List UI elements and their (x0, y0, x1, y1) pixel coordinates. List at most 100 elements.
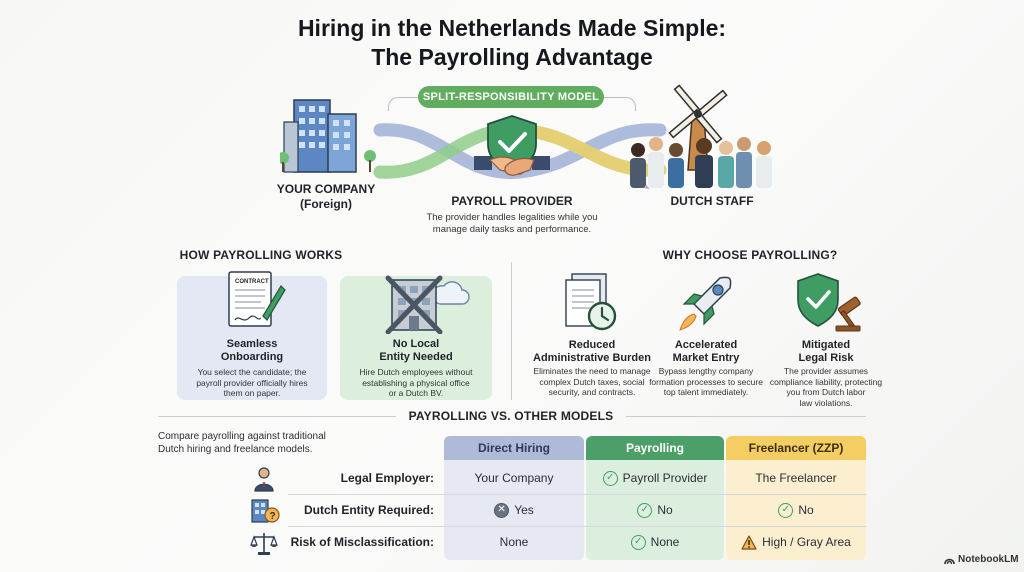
onboarding-title: Seamless Onboarding (177, 338, 327, 364)
section-divider (511, 262, 512, 400)
windmill-staff-icon (630, 84, 772, 188)
table-cell: ✓ No (726, 494, 866, 526)
split-responsibility-pill: SPLIT-RESPONSIBILITY MODEL (418, 86, 604, 108)
no-entity-title-line-1: No Local (392, 338, 440, 350)
no-entity-title-line-2: Entity Needed (379, 351, 453, 363)
no-entity-desc-line-2: establishing a physical office (362, 377, 470, 388)
no-entity-title: No Local Entity Needed (340, 338, 492, 364)
onboarding-title-line-2: Onboarding (220, 351, 284, 363)
company-label-line-1: YOUR COMPANY (276, 182, 376, 196)
provider-description: The provider handles legalities while yo… (402, 212, 622, 236)
mitigated-risk-desc-line-1: The provider assumes (783, 366, 869, 376)
check-icon: ✓ (778, 502, 794, 518)
title-line-1: Hiring in the Netherlands Made Simple: (297, 15, 727, 41)
provider-desc-line-2: manage daily tasks and performance. (432, 224, 592, 235)
reduced-burden-desc-line-2: complex Dutch taxes, social (539, 376, 645, 387)
provider-desc-line-1: The provider handles legalities while yo… (426, 212, 598, 223)
cell-text: High / Gray Area (762, 535, 851, 549)
onboarding-desc: You select the candidate; the payroll pr… (177, 367, 327, 399)
cell-text: No (657, 503, 673, 517)
accelerated-entry-desc-line-2: formation processes to secure (649, 376, 763, 387)
comparison-intro-line-1: Compare payrolling against traditional (158, 431, 326, 442)
payrolling-header: Payrolling (586, 436, 724, 460)
onboarding-title-line-1: Seamless (226, 338, 278, 350)
cross-icon: ✕ (494, 502, 510, 518)
scales-icon (250, 533, 278, 555)
mitigated-risk-title-line-1: Mitigated (801, 339, 851, 351)
svg-text:?: ? (270, 511, 276, 522)
check-icon: ✓ (602, 470, 618, 486)
accelerated-entry-title-line-2: Market Entry (672, 352, 740, 364)
onboarding-card: CONTRACT Seamless Onboarding You select … (177, 271, 327, 400)
direct-hiring-header: Direct Hiring (444, 436, 584, 460)
cell-text: No (798, 503, 814, 517)
reduced-burden-title-line-1: Reduced (568, 339, 616, 351)
row-divider (288, 526, 866, 527)
your-company-label: YOUR COMPANY (Foreign) (266, 182, 386, 212)
brand-text: NotebookLM (958, 554, 1019, 565)
freelancer-header: Freelancer (ZZP) (726, 436, 866, 460)
why-payrolling-heading: WHY CHOOSE PAYROLLING? (662, 248, 838, 262)
warning-icon (741, 534, 757, 550)
reduced-burden-desc-line-1: Eliminates the need to manage (533, 366, 651, 376)
cell-text: None (650, 535, 680, 549)
cell-text: The Freelancer (755, 471, 837, 485)
mitigated-risk-desc-line-2: compliance liability, protecting (769, 376, 883, 387)
table-cell: High / Gray Area (726, 526, 866, 558)
payroll-provider-label: PAYROLL PROVIDER (451, 194, 573, 208)
reduced-burden-title: Reduced Administrative Burden (522, 339, 662, 365)
no-entity-desc: Hire Dutch employees without establishin… (340, 367, 492, 399)
no-entity-desc-line-1: Hire Dutch employees without (359, 367, 473, 377)
mitigated-risk-desc: The provider assumes compliance liabilit… (756, 366, 896, 408)
company-label-line-2: (Foreign) (300, 197, 352, 211)
accelerated-entry-title: Accelerated Market Entry (636, 339, 776, 365)
shield-handshake-icon (474, 115, 550, 176)
contract-pen-icon: CONTRACT (228, 271, 286, 327)
cell-text: Your Company (474, 471, 554, 485)
accelerated-entry-title-line-1: Accelerated (674, 339, 738, 351)
row-divider (288, 494, 866, 495)
table-cell: ✕ Yes (444, 494, 584, 526)
comparison-intro: Compare payrolling against traditional D… (158, 430, 398, 456)
building-question-icon: ? (251, 499, 280, 523)
office-building-icon (280, 99, 376, 173)
cell-text: None (499, 535, 529, 549)
check-icon: ✓ (630, 534, 646, 550)
notebooklm-brand: NotebookLM (944, 554, 1019, 565)
dutch-entity-label: Dutch Entity Required: (303, 503, 434, 517)
employer-person-icon (254, 467, 274, 492)
notebooklm-logo-icon (944, 558, 955, 564)
accelerated-entry-desc-line-1: Bypass lengthy company (658, 366, 754, 376)
no-entity-card: No Local Entity Needed Hire Dutch employ… (340, 275, 492, 400)
page-title: Hiring in the Netherlands Made Simple: T… (0, 14, 1024, 72)
reduced-burden-desc: Eliminates the need to manage complex Du… (522, 366, 662, 398)
comparison-rule-left (158, 416, 396, 417)
mitigated-risk-title-line-2: Legal Risk (798, 352, 854, 364)
cell-text: Yes (514, 503, 534, 517)
mitigated-risk-desc-line-4: law violations. (799, 397, 853, 408)
table-cell: ✓ None (586, 526, 724, 558)
misclassification-label: Risk of Misclassification: (290, 535, 434, 549)
table-cell: The Freelancer (726, 462, 866, 494)
contract-word: CONTRACT (235, 279, 269, 285)
title-line-2: The Payrolling Advantage (371, 44, 653, 70)
check-icon: ✓ (637, 502, 653, 518)
reduced-burden-desc-line-3: security, and contracts. (548, 387, 636, 397)
comparison-intro-line-2: Dutch hiring and freelance models. (158, 444, 313, 455)
mitigated-risk-desc-line-3: you from Dutch labor (786, 387, 866, 397)
dutch-staff-label: DUTCH STAFF (670, 194, 754, 208)
comparison-heading: PAYROLLING VS. OTHER MODELS (408, 409, 614, 423)
comparison-rule-right (626, 416, 866, 417)
accelerated-entry-desc: Bypass lengthy company formation process… (636, 366, 776, 398)
accelerated-entry-desc-line-3: top talent immediately. (663, 387, 749, 397)
table-cell: None (444, 526, 584, 558)
documents-clock-icon (565, 273, 617, 331)
no-entity-desc-line-3: or a Dutch BV. (388, 388, 444, 398)
onboarding-desc-line-2: payroll provider officially hires (196, 377, 308, 388)
how-payrolling-heading: HOW PAYROLLING WORKS (179, 248, 343, 262)
reduced-burden-title-line-2: Administrative Burden (533, 352, 651, 364)
crossed-building-icon (385, 275, 470, 334)
onboarding-desc-line-1: You select the candidate; the (197, 367, 307, 377)
shield-gavel-icon (797, 273, 861, 332)
table-cell: ✓ Payroll Provider (586, 462, 724, 494)
